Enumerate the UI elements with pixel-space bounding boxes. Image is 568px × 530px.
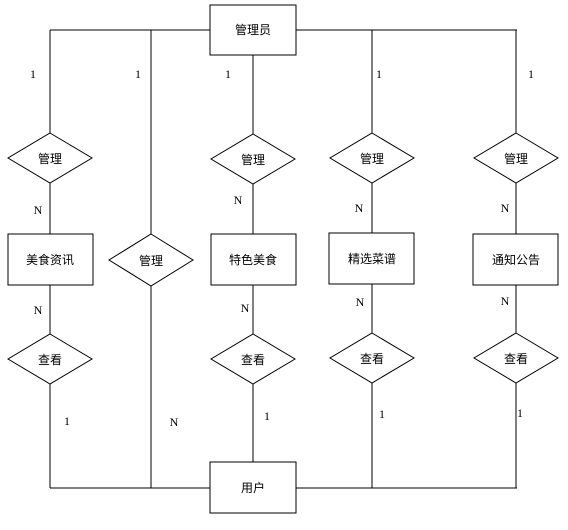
cardinality-recipes-manage: N <box>355 201 364 215</box>
cardinality-labels: 1 1 1 1 1 N N N N N N N N 1 N 1 1 1 <box>30 67 534 429</box>
relationship-view-recipes-label: 查看 <box>360 352 384 366</box>
relationship-manage-recipes-label: 管理 <box>360 151 384 166</box>
relationship-manage-notice-label: 管理 <box>504 151 528 166</box>
entity-food-news: 美食资讯 <box>7 233 94 286</box>
cardinality-admin-special-food: 1 <box>225 67 231 81</box>
cardinality-recipes-view: N <box>356 295 365 309</box>
relationship-view-food-news-label: 查看 <box>38 353 62 367</box>
relationship-manage-food-news-label: 管理 <box>38 151 62 166</box>
relationship-manage-food-news: 管理 <box>7 132 93 184</box>
relationship-manage-users: 管理 <box>108 233 194 287</box>
cardinality-admin-recipes: 1 <box>376 67 382 81</box>
entity-notice: 通知公告 <box>472 233 559 286</box>
relationship-view-recipes: 查看 <box>329 332 415 384</box>
entity-selected-recipes-label: 精选菜谱 <box>348 252 396 266</box>
entity-user-label: 用户 <box>241 480 265 495</box>
relationship-view-food-news: 查看 <box>7 333 93 385</box>
cardinality-notice-manage: N <box>501 201 510 215</box>
entity-special-food: 特色美食 <box>210 233 297 286</box>
cardinality-admin-notice: 1 <box>528 67 534 81</box>
relationship-manage-special-food: 管理 <box>210 133 296 185</box>
cardinality-admin-food-news: 1 <box>30 67 36 81</box>
entity-user: 用户 <box>209 461 297 514</box>
cardinality-food-news-manage: N <box>34 203 43 217</box>
entity-notice-label: 通知公告 <box>492 253 540 267</box>
cardinality-special-food-manage: N <box>234 193 243 207</box>
relationship-view-special-food-label: 查看 <box>241 353 265 367</box>
relationship-manage-users-label: 管理 <box>139 253 163 268</box>
cardinality-user-special-food: 1 <box>264 409 270 423</box>
entity-special-food-label: 特色美食 <box>229 252 277 267</box>
relationship-view-notice-label: 查看 <box>504 352 528 366</box>
relationship-manage-notice: 管理 <box>473 132 559 184</box>
cardinality-user-recipes: 1 <box>379 407 385 421</box>
relationship-manage-recipes: 管理 <box>329 132 415 184</box>
cardinality-special-food-view: N <box>241 301 250 315</box>
entity-admin: 管理员 <box>209 4 297 56</box>
cardinality-notice-view: N <box>501 294 510 308</box>
relationship-view-notice: 查看 <box>473 332 559 384</box>
relationship-manage-special-food-label: 管理 <box>241 152 265 167</box>
cardinality-user-managed: N <box>170 415 179 429</box>
cardinality-user-notice: 1 <box>517 406 523 420</box>
entity-admin-label: 管理员 <box>235 22 271 37</box>
entity-food-news-label: 美食资讯 <box>26 252 74 267</box>
cardinality-food-news-view: N <box>34 303 43 317</box>
cardinality-admin-users: 1 <box>135 67 141 81</box>
cardinality-user-food-news: 1 <box>64 414 70 428</box>
relationship-view-special-food: 查看 <box>210 333 296 385</box>
entity-selected-recipes: 精选菜谱 <box>328 232 415 285</box>
